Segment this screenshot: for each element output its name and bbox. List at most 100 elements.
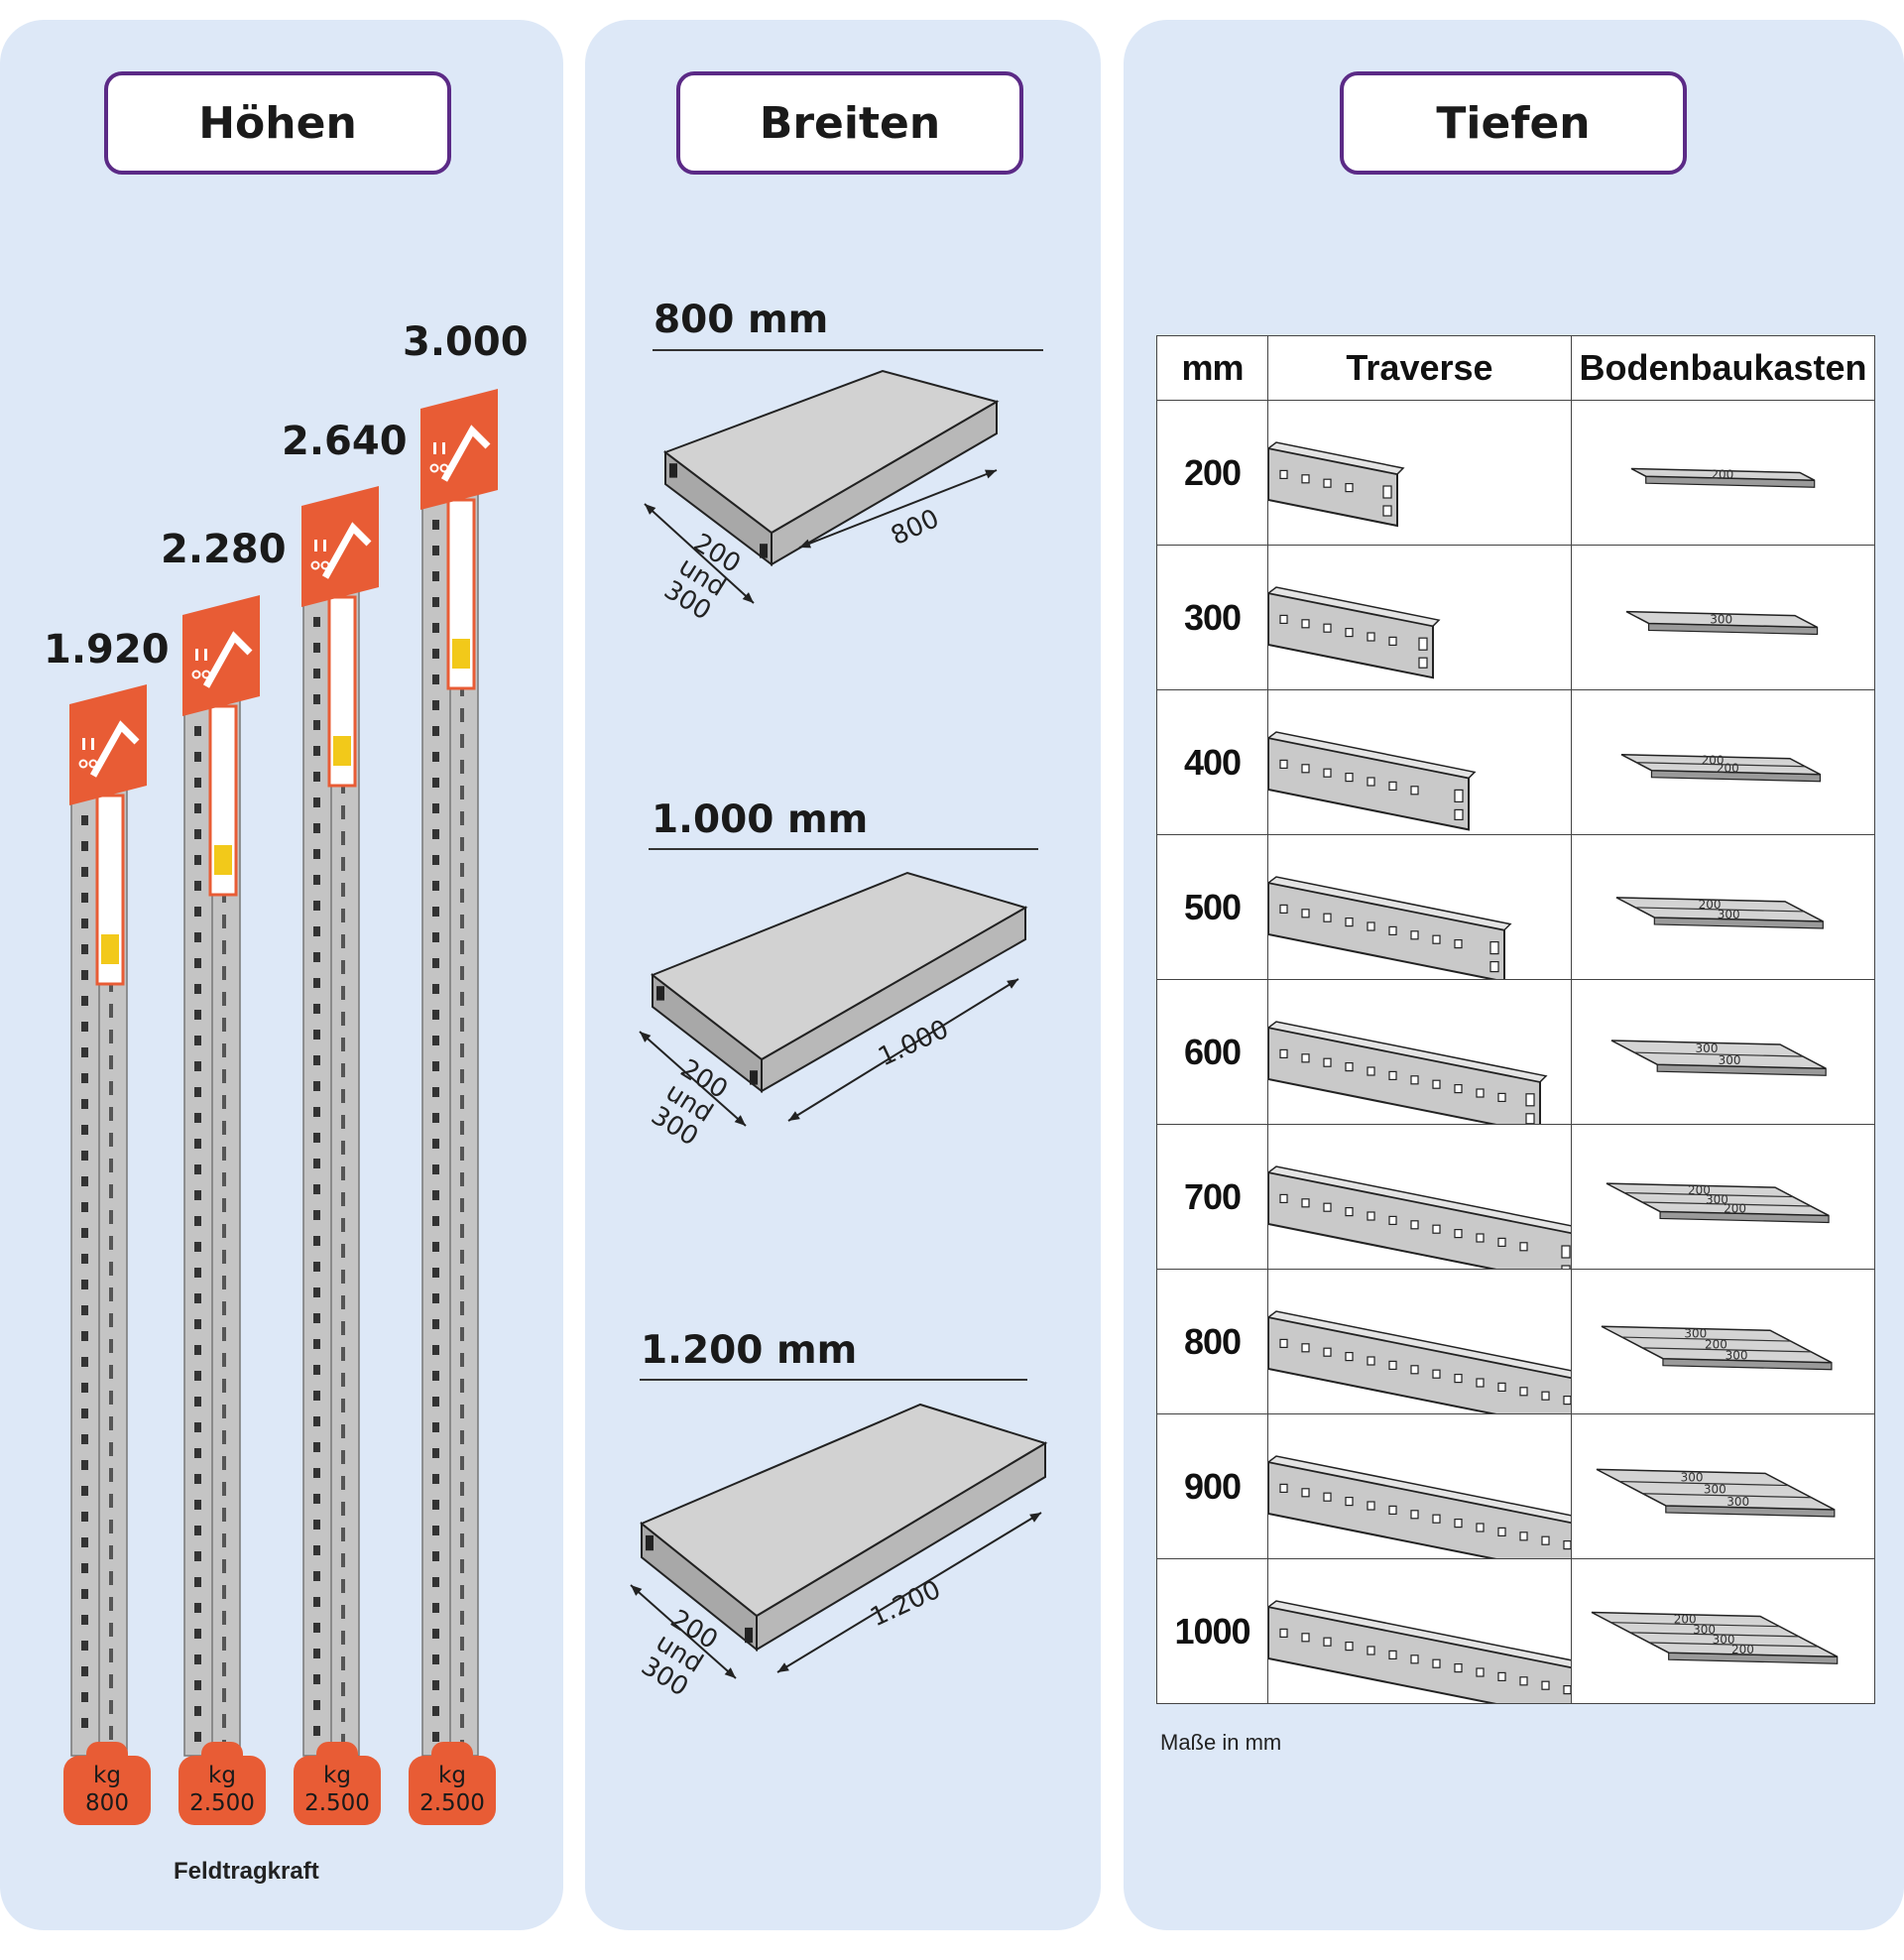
beam-hole bbox=[1410, 786, 1419, 796]
board-split bbox=[1629, 1632, 1799, 1638]
beam-hole bbox=[1367, 1356, 1375, 1366]
post-slot bbox=[222, 1559, 226, 1573]
post-slot bbox=[81, 1202, 88, 1212]
beam-hole bbox=[1279, 1193, 1288, 1204]
depth-value: 700 bbox=[1156, 1124, 1268, 1270]
post-slot bbox=[313, 1649, 320, 1658]
beam-hole bbox=[1367, 777, 1375, 787]
beam-hole bbox=[1367, 632, 1375, 642]
post-slot bbox=[222, 1662, 226, 1676]
beam-hole bbox=[1301, 619, 1310, 629]
width-label-1200: 1.200 mm bbox=[641, 1328, 858, 1373]
post-slot bbox=[432, 649, 439, 659]
post-slot bbox=[222, 1121, 226, 1135]
beam-hole bbox=[1410, 1365, 1419, 1375]
post-slot bbox=[194, 829, 201, 839]
post-slot bbox=[194, 1319, 201, 1329]
post-slot bbox=[81, 1692, 88, 1702]
widths-title: Breiten bbox=[676, 71, 1023, 175]
post-slot bbox=[341, 1244, 345, 1258]
post-slot bbox=[313, 1700, 320, 1710]
post-slot bbox=[109, 1004, 113, 1018]
post-slot bbox=[432, 1319, 439, 1329]
beam-hole bbox=[1410, 1654, 1419, 1664]
traverse-beam bbox=[1268, 876, 1512, 979]
post-slot bbox=[460, 863, 464, 877]
hook-icon bbox=[321, 522, 372, 579]
depth-value: 500 bbox=[1156, 834, 1268, 980]
bolt-icon bbox=[439, 463, 449, 473]
post-slot bbox=[194, 1371, 201, 1381]
post-slot bbox=[194, 1526, 201, 1535]
post-slot bbox=[341, 1605, 345, 1619]
post-slot bbox=[341, 1347, 345, 1361]
post-slot bbox=[341, 1038, 345, 1051]
post-slot bbox=[460, 1198, 464, 1212]
beam-hole bbox=[1563, 1395, 1571, 1406]
post-slot bbox=[460, 889, 464, 903]
post-slot bbox=[313, 1313, 320, 1323]
beam-hole bbox=[1279, 1483, 1288, 1494]
post-slot bbox=[432, 1577, 439, 1587]
post-slot bbox=[313, 1416, 320, 1426]
upright-height-4: 3.000 bbox=[403, 319, 529, 365]
board-split bbox=[1642, 1201, 1812, 1207]
beam-hole bbox=[1541, 1680, 1550, 1690]
board-size-label: 200 bbox=[1711, 467, 1733, 481]
beam-hole bbox=[1301, 1633, 1310, 1643]
floor-kit: 200 bbox=[1630, 467, 1816, 488]
board-size-label: 300 bbox=[1696, 1041, 1719, 1055]
upright-post bbox=[182, 595, 260, 1757]
post-slot bbox=[81, 893, 88, 903]
post-slot bbox=[313, 1107, 320, 1117]
post-slot bbox=[341, 1553, 345, 1567]
beam-hole bbox=[1323, 1492, 1332, 1502]
post-slot bbox=[81, 970, 88, 980]
beam-hole bbox=[1497, 1527, 1506, 1537]
post-slot bbox=[313, 1030, 320, 1040]
beam-hole bbox=[1301, 764, 1310, 774]
beam-hole bbox=[1279, 1048, 1288, 1059]
post-slot bbox=[222, 1405, 226, 1418]
post-slot bbox=[460, 1508, 464, 1522]
board-split bbox=[1634, 1051, 1804, 1057]
post-slot bbox=[313, 1391, 320, 1401]
beam-hole bbox=[1323, 1347, 1332, 1357]
post-slot bbox=[432, 1268, 439, 1278]
beam-hole bbox=[1323, 913, 1332, 922]
post-slot bbox=[194, 1706, 201, 1716]
board-top bbox=[1606, 1182, 1830, 1217]
label-sticker bbox=[214, 845, 232, 875]
post-slot bbox=[109, 1726, 113, 1740]
post-slot bbox=[81, 1486, 88, 1496]
beam-hole bbox=[1476, 1378, 1485, 1388]
post-slot bbox=[222, 1714, 226, 1728]
post-slot bbox=[222, 1611, 226, 1625]
post-slot bbox=[460, 1353, 464, 1367]
beam-face bbox=[1268, 1026, 1541, 1124]
width-label-800: 800 mm bbox=[654, 298, 829, 342]
post-slot bbox=[194, 1190, 201, 1200]
post-slot bbox=[109, 1030, 113, 1043]
post-slot bbox=[432, 1216, 439, 1226]
post-slot bbox=[460, 1714, 464, 1728]
beam-hole bbox=[1323, 768, 1332, 778]
width-underline bbox=[640, 1379, 1027, 1381]
post-slot bbox=[194, 1164, 201, 1174]
post-slot bbox=[222, 1637, 226, 1651]
floor-kit-cell: 200 bbox=[1571, 400, 1875, 546]
weight-unit: kg bbox=[93, 1763, 121, 1788]
post-slot bbox=[313, 875, 320, 885]
post-slot bbox=[460, 708, 464, 722]
board-size-label: 200 bbox=[1705, 1337, 1727, 1351]
traverse-beam bbox=[1268, 1600, 1571, 1703]
traverse-beam bbox=[1268, 586, 1441, 679]
traverse-beam bbox=[1268, 1455, 1571, 1558]
beam-hole bbox=[1388, 1070, 1397, 1081]
post-slot bbox=[341, 1631, 345, 1645]
board-split bbox=[1649, 1642, 1819, 1648]
post-slot bbox=[81, 1615, 88, 1625]
